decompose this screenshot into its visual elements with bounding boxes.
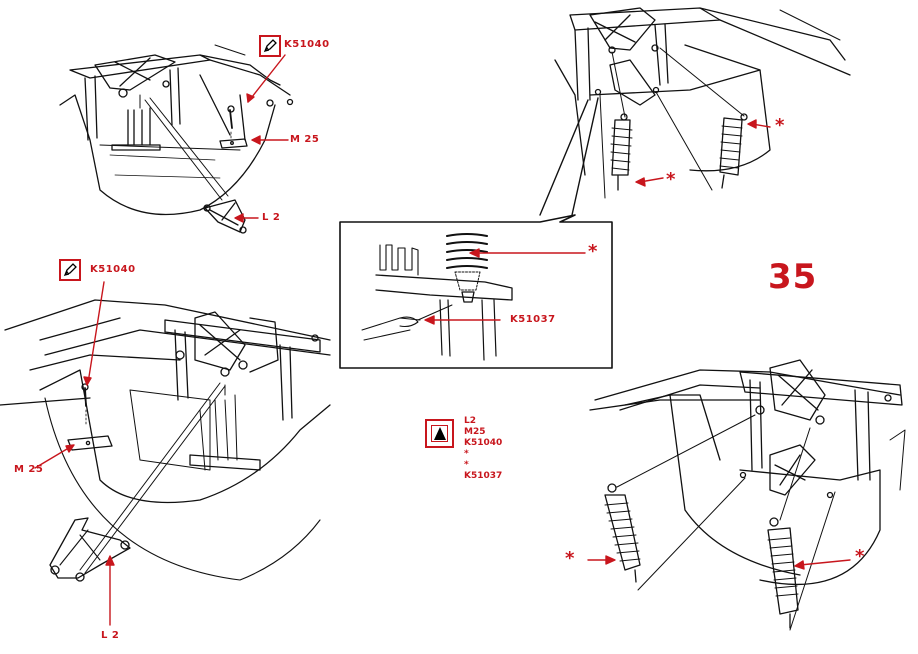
plate-label-top-left: M 25 <box>290 134 320 145</box>
legend-item: * <box>464 449 469 459</box>
parts-legend-list: L2 M25 K51040 * * K51037 <box>464 416 502 482</box>
screw-label-top-left: K51040 <box>284 39 330 50</box>
leader-arrows <box>34 54 851 626</box>
shock-marker-right-top: * <box>775 115 785 136</box>
legend-item: K51040 <box>464 438 503 448</box>
shock-marker-right-bottom: * <box>855 546 865 567</box>
plate-label-bottom-left: M 25 <box>14 464 44 475</box>
legend-item: M25 <box>464 427 486 437</box>
panel-top-left-drawing <box>59 44 294 234</box>
legend-item: L2 <box>464 416 476 426</box>
triangle-icon <box>434 427 446 440</box>
panel-top-right-drawing <box>539 7 851 216</box>
arm-label-bottom-left: L 2 <box>101 630 120 641</box>
legend-item: * <box>464 460 469 470</box>
panel-bottom-right-drawing <box>589 359 906 631</box>
clip-label-inset: K51037 <box>510 314 556 325</box>
shock-marker-left-top: * <box>666 169 676 190</box>
screwdriver-icon <box>63 263 77 277</box>
parts-legend-icon-box <box>425 419 454 448</box>
shock-marker-left-bottom: * <box>565 548 575 569</box>
screwdriver-icon <box>263 39 277 53</box>
panel-bottom-left-drawing <box>0 299 331 582</box>
detail-inset-drawing <box>339 214 613 369</box>
legend-item: K51037 <box>464 471 503 481</box>
tool-indicator-bottom-left <box>59 259 81 281</box>
step-number: 35 <box>768 257 818 297</box>
screw-label-bottom-left: K51040 <box>90 264 136 275</box>
arm-label-top-left: L 2 <box>262 212 281 223</box>
spring-marker-inset: * <box>588 241 598 262</box>
tool-indicator-top-left <box>259 35 281 57</box>
